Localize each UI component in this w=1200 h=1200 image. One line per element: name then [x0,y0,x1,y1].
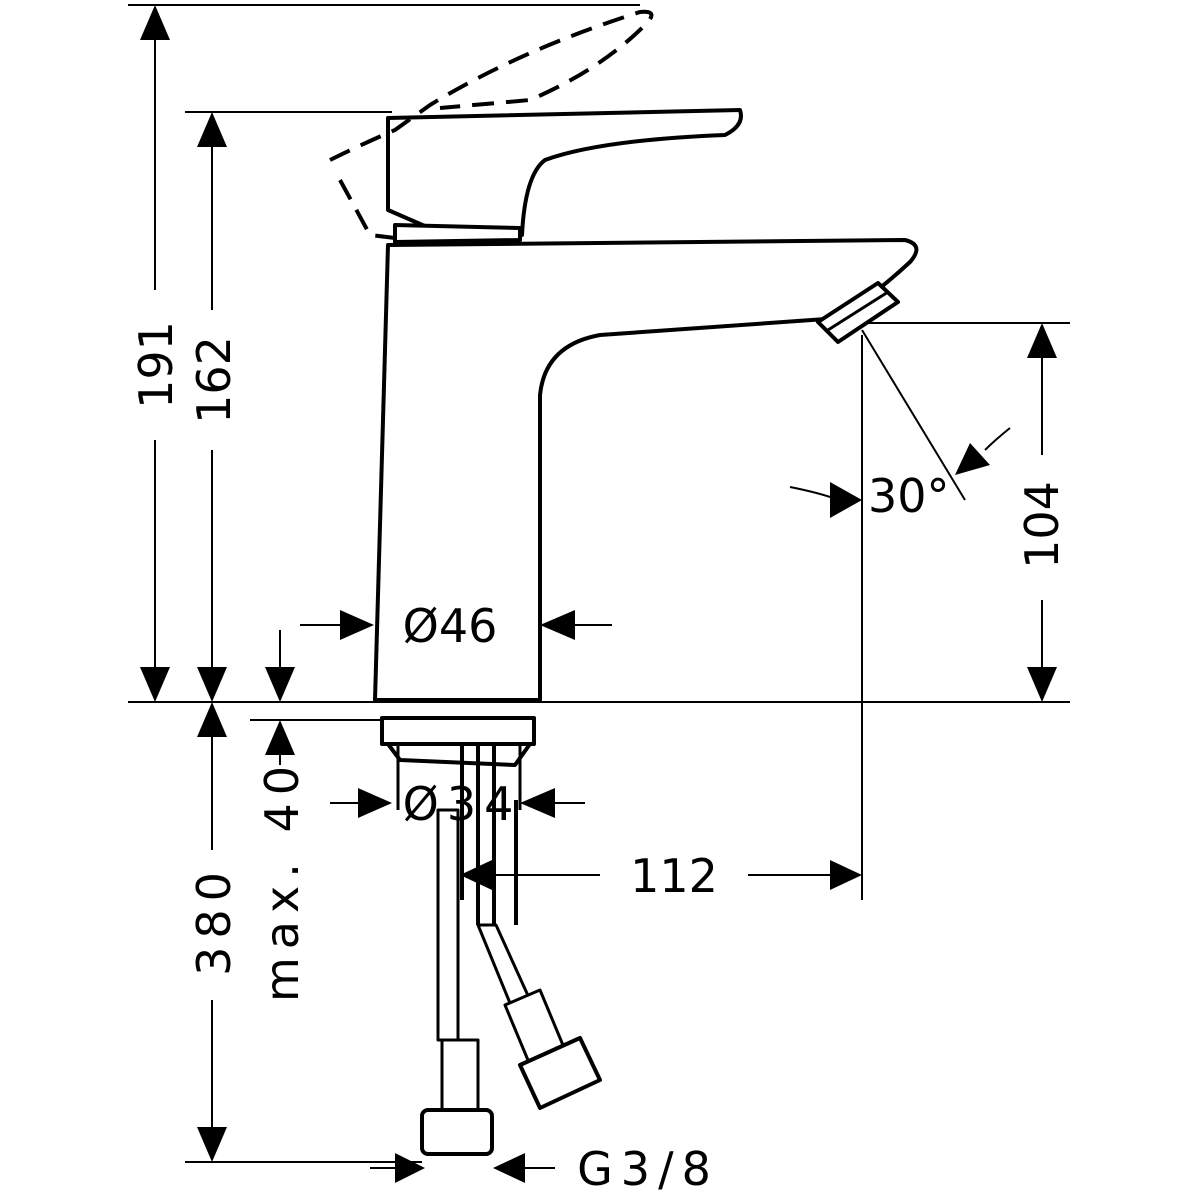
arrow-left-icon [460,860,492,890]
dimension-g38: G3/8 [370,1142,719,1196]
arrow-left-icon [520,788,555,818]
label-diameter-46: Ø46 [403,599,498,653]
arrow-up-icon [265,720,295,755]
label-30-deg: 30° [868,469,950,523]
arrow-right-icon [830,860,862,890]
arrow-down-icon [265,667,295,702]
dimension-diameter-34: Ø34 [330,777,585,831]
dimension-diameter-46: Ø46 [300,599,612,653]
label-104: 104 [1015,481,1069,569]
arrow-left-icon [493,1153,525,1183]
arrow-left-icon [540,610,575,640]
fixing-assembly [380,716,602,1156]
label-g38: G3/8 [577,1142,719,1196]
label-max-40: max. 40 [255,758,309,1002]
arrow-down-icon [197,1127,227,1162]
arrow-right-icon [358,788,392,818]
extension-lines [128,4,1070,1163]
arrow-right-icon [830,482,862,518]
dimension-162: 162 [187,112,241,702]
arrow-up-icon [197,112,227,147]
label-112: 112 [630,849,718,903]
arrow-up-icon [197,702,227,737]
arrow-up-icon [1027,323,1057,358]
arrow-left-icon [955,443,990,475]
dimension-max-40: max. 40 [255,630,309,1002]
arrow-right-icon [340,610,374,640]
label-162: 162 [187,336,241,424]
arrow-down-icon [1027,667,1057,702]
dimension-112: 112 [460,849,862,903]
arrow-up-icon [140,5,170,40]
arrow-right-icon [395,1153,425,1183]
arrow-down-icon [140,667,170,702]
dimension-380: 380 [187,702,241,1162]
dimension-191: 191 [129,5,183,702]
label-diameter-34: Ø34 [403,777,522,831]
dimension-104: 104 [1015,323,1069,702]
dimension-angle: 30° [789,427,1011,523]
label-191: 191 [129,321,183,409]
label-380: 380 [187,864,241,976]
faucet-body [329,9,919,702]
arrow-down-icon [197,667,227,702]
